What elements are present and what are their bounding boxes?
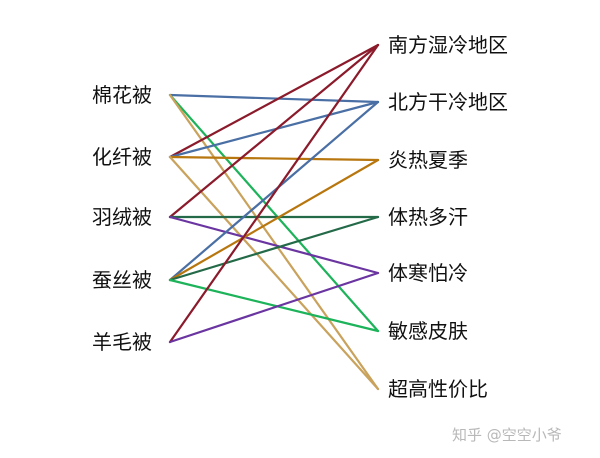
connection-line-mianhua-beifang bbox=[168, 93, 380, 104]
connection-line-huaxian-beifang bbox=[168, 100, 380, 159]
connection-line-huaxian-yanre bbox=[168, 155, 380, 162]
connection-line-huaxian-nanfang bbox=[168, 43, 380, 159]
left-label-yangmao: 羊毛被 bbox=[92, 330, 152, 354]
connection-line-yangmao-tihan bbox=[168, 271, 380, 344]
connection-line-huaxian-chaogao bbox=[168, 155, 380, 391]
left-label-yurong: 羽绒被 bbox=[92, 205, 152, 229]
right-label-chaogao: 超高性价比 bbox=[388, 377, 488, 401]
connection-line-cansi-beifang bbox=[168, 100, 380, 282]
right-label-yanre: 炎热夏季 bbox=[388, 148, 468, 172]
watermark: 知乎 @空空小爷 bbox=[452, 426, 562, 444]
right-label-tihan: 体寒怕冷 bbox=[388, 261, 468, 285]
connection-line-yangmao-nanfang bbox=[168, 43, 380, 344]
right-label-beifang: 北方干冷地区 bbox=[388, 90, 508, 114]
right-label-mingan: 敏感皮肤 bbox=[388, 319, 468, 343]
connection-line-mianhua-chaogao bbox=[168, 93, 380, 391]
left-label-mianhua: 棉花被 bbox=[92, 83, 152, 107]
right-label-nanfang: 南方湿冷地区 bbox=[388, 33, 508, 57]
connection-line-cansi-tire bbox=[168, 215, 380, 282]
connection-line-cansi-yanre bbox=[168, 158, 380, 282]
connection-line-mianhua-mingan bbox=[168, 93, 380, 333]
right-label-tire: 体热多汗 bbox=[388, 205, 468, 229]
left-label-cansi: 蚕丝被 bbox=[92, 268, 152, 292]
connection-line-cansi-mingan bbox=[168, 278, 380, 333]
connection-line-yurong-nanfang bbox=[168, 43, 380, 219]
left-label-huaxian: 化纤被 bbox=[92, 145, 152, 169]
connection-line-yurong-tihan bbox=[168, 215, 380, 275]
